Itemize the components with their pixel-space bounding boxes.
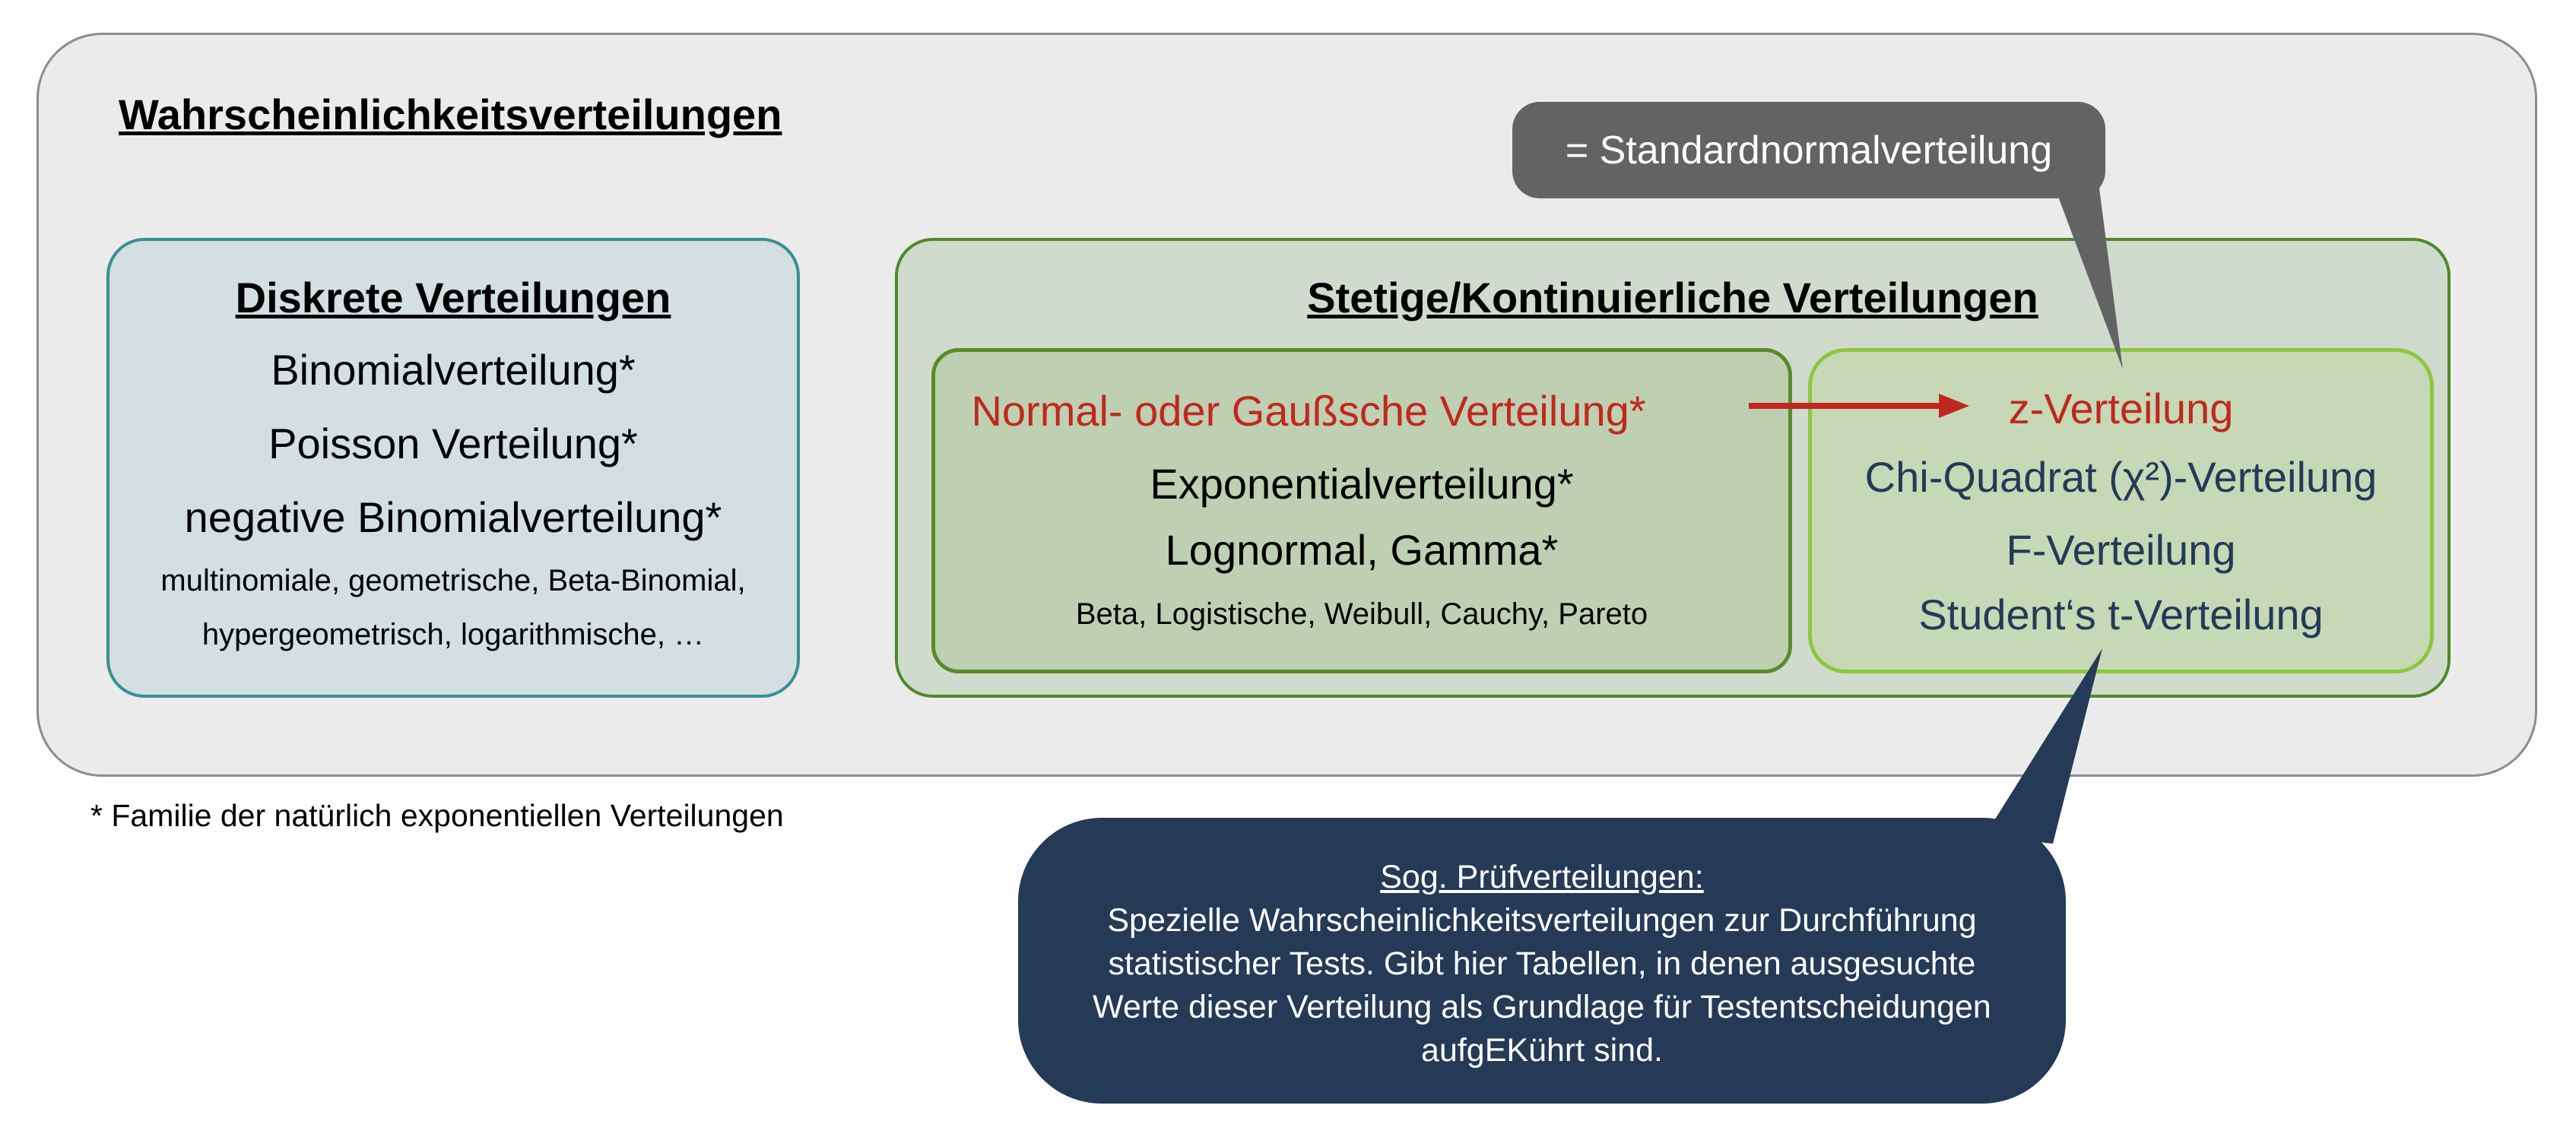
normal-distribution: Normal- oder Gaußsche Verteilung* [971,387,1646,435]
z-distribution: z-Verteilung [2008,385,2234,432]
main-title: Wahrscheinlichkeitsverteilungen [119,90,782,138]
callout-line: Spezielle Wahrscheinlichkeitsverteilunge… [1107,902,1977,939]
continuous-item: Lognormal, Gamma* [1165,526,1559,574]
test-distributions-callout: Sog. Prüfverteilungen: Spezielle Wahrsch… [1018,818,2066,1104]
test-distributions-box: z-Verteilung Chi-Quadrat (χ²)-Verteilung… [1808,348,2434,673]
standard-normal-callout: = Standardnormalverteilung [1512,102,2105,198]
discrete-item: Poisson Verteilung* [268,420,638,467]
test-distribution: Chi-Quadrat (χ²)-Verteilung [1864,453,2378,501]
gray-callout-tail [2053,182,2123,369]
continuous-heading: Stetige/Kontinuierliche Verteilungen [1307,274,2038,321]
footnote: * Familie der natürlich exponentiellen V… [90,798,784,833]
discrete-distributions-box: Diskrete Verteilungen Binomialverteilung… [106,238,800,698]
arrow-right-icon [1749,394,1969,418]
continuous-small: Beta, Logistische, Weibull, Cauchy, Pare… [1075,597,1648,631]
continuous-item: Exponentialverteilung* [1150,460,1574,508]
discrete-item: negative Binomialverteilung* [184,493,722,541]
callout-line: statistischer Tests. Gibt hier Tabellen,… [1108,945,1976,982]
continuous-general-box: Normal- oder Gaußsche Verteilung* Expone… [931,348,1792,673]
callout-heading: Sog. Prüfverteilungen: [1380,859,1704,895]
test-distribution: F-Verteilung [2006,526,2236,574]
callout-line: aufgEKührt sind. [1421,1032,1663,1069]
discrete-item: Binomialverteilung* [271,346,636,394]
blue-callout-tail [1984,648,2102,844]
test-distribution: Student‘s t-Verteilung [1918,591,2324,638]
discrete-heading: Diskrete Verteilungen [235,274,671,321]
discrete-small: multinomiale, geometrische, Beta-Binomia… [160,564,746,597]
discrete-small: hypergeometrisch, logarithmische, … [201,618,705,651]
callout-line: Werte dieser Verteilung als Grundlage fü… [1093,989,1991,1025]
callout-text: = Standardnormalverteilung [1565,128,2053,173]
